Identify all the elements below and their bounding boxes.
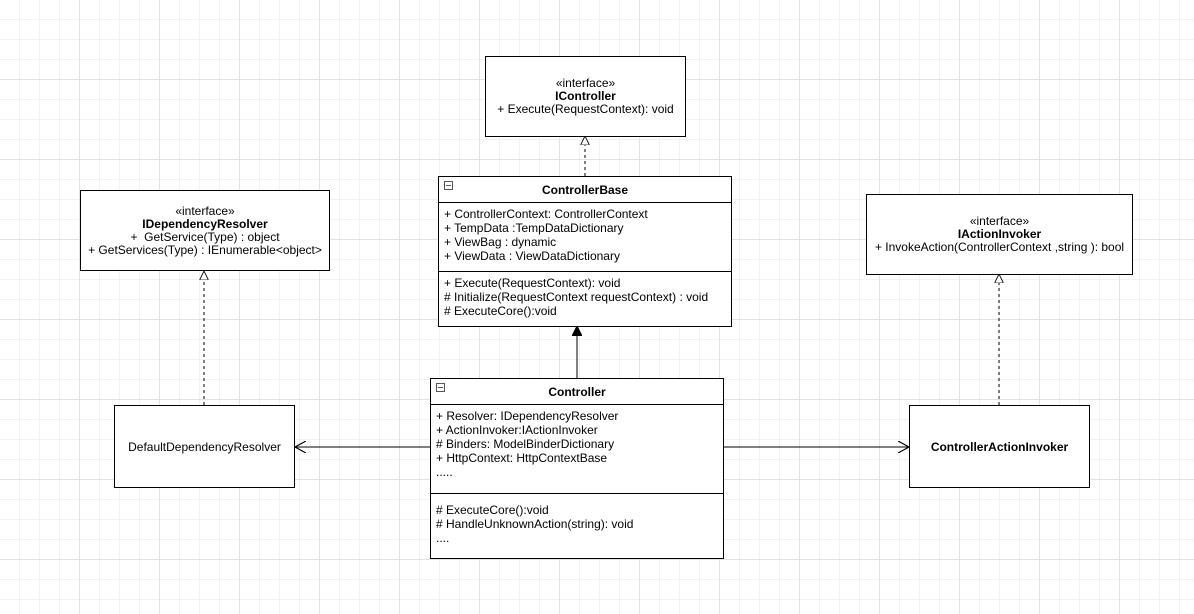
class-name: Controller <box>548 384 606 399</box>
attribute: + ViewBag : dynamic <box>444 235 557 249</box>
controllerbase-class[interactable]: ControllerBase + ControllerContext: Cont… <box>438 176 732 327</box>
operation: + InvokeAction(ControllerContext ,string… <box>874 240 1125 254</box>
stereotype-label: «interface» <box>175 203 235 218</box>
interface-name: IDependencyResolver <box>142 216 268 231</box>
attributes-section: + ControllerContext: ControllerContext +… <box>439 203 731 271</box>
class-name: ControllerBase <box>541 182 629 197</box>
interface-name: IActionInvoker <box>957 227 1042 241</box>
operations-section: + Execute(RequestContext): void # Initia… <box>439 271 731 322</box>
defaultdependencyresolver-class[interactable]: DefaultDependencyResolver <box>114 405 295 488</box>
attribute: + Resolver: IDependencyResolver <box>436 409 619 423</box>
attribute: + ViewData : ViewDataDictionary <box>444 249 620 263</box>
operation: + Execute(RequestContext): void <box>497 102 674 116</box>
stereotype-label: «interface» <box>969 214 1030 228</box>
operation: + Execute(RequestContext): void <box>444 276 621 290</box>
attribute: ..... <box>436 465 453 479</box>
stereotype-label: «interface» <box>555 76 616 90</box>
operations-section: # ExecuteCore():void # HandleUnknownActi… <box>431 493 723 549</box>
class-header: ControllerBase <box>439 177 731 203</box>
controller-class[interactable]: Controller + Resolver: IDependencyResolv… <box>430 378 724 559</box>
interface-name: IController <box>555 89 616 103</box>
class-name: DefaultDependencyResolver <box>128 439 281 454</box>
operation: + GetService(Type) : object <box>130 229 280 244</box>
idependencyresolver-interface[interactable]: «interface» IDependencyResolver + GetSer… <box>80 190 330 271</box>
operation: .... <box>436 531 450 545</box>
attributes-section: + Resolver: IDependencyResolver + Action… <box>431 405 723 493</box>
attribute: + ActionInvoker:IActionInvoker <box>436 423 598 437</box>
operation: + GetServices(Type) : IEnumerable<object… <box>88 242 322 257</box>
attribute: + ControllerContext: ControllerContext <box>444 207 648 221</box>
operation: # ExecuteCore():void <box>444 304 557 318</box>
operation: # Initialize(RequestContext requestConte… <box>444 290 709 304</box>
attribute: + TempData :TempDataDictionary <box>444 221 624 235</box>
icontroller-interface[interactable]: «interface» IController + Execute(Reques… <box>485 56 686 137</box>
class-name: ControllerActionInvoker <box>930 439 1069 454</box>
attribute: + HttpContext: HttpContextBase <box>436 451 608 465</box>
collapse-icon[interactable] <box>444 181 453 190</box>
attribute: # Binders: ModelBinderDictionary <box>436 437 615 451</box>
collapse-icon[interactable] <box>436 383 445 392</box>
operation: # HandleUnknownAction(string): void <box>436 517 634 531</box>
controlleractioninvoker-class[interactable]: ControllerActionInvoker <box>909 405 1090 488</box>
operation: # ExecuteCore():void <box>436 503 549 517</box>
class-header: Controller <box>431 379 723 405</box>
iactioninvoker-interface[interactable]: «interface» IActionInvoker + InvokeActio… <box>866 194 1133 275</box>
